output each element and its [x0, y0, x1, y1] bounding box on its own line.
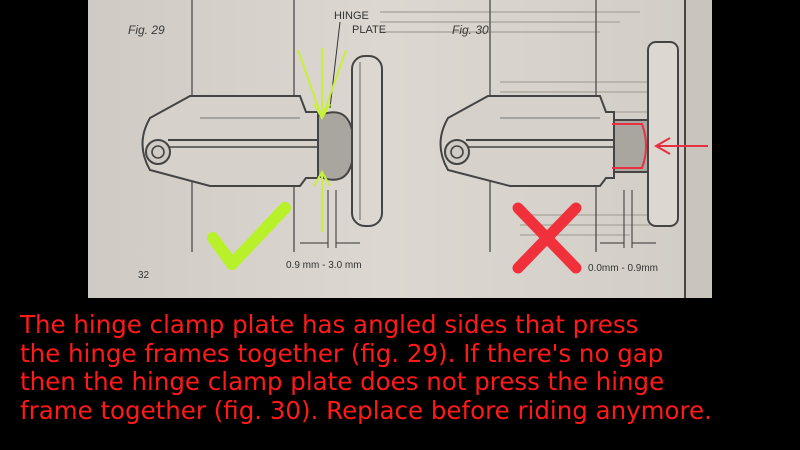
figure-29: Fig. 29 HINGE PLATE	[128, 0, 386, 271]
caption: The hinge clamp plate has angled sides t…	[20, 310, 790, 425]
hinge-pivot-bolt-2	[444, 139, 470, 165]
manual-page-photo: Fig. 29 HINGE PLATE	[88, 0, 712, 298]
adjacent-page-edge	[686, 0, 712, 298]
figure-29-label: Fig. 29	[128, 23, 165, 37]
caption-line-1: The hinge clamp plate has angled sides t…	[20, 310, 639, 339]
hinge-clamp-plate	[317, 111, 353, 181]
caption-line-2: the hinge frames together (fig. 29). If …	[20, 338, 664, 368]
no-gap-arrow-icon	[612, 123, 708, 169]
figure-30: Fig. 30 0.0mm - 0.9mm	[439, 0, 708, 274]
caption-line-4: frame together (fig. 30). Replace before…	[20, 395, 712, 425]
hinge-plate-callout-line2: PLATE	[352, 24, 386, 36]
page-number: 32	[138, 270, 150, 281]
caption-line-3: then the hinge clamp plate does not pres…	[20, 367, 665, 396]
wheel-disc-2	[647, 41, 679, 227]
figure-30-label: Fig. 30	[452, 23, 489, 37]
cross-icon	[512, 202, 582, 274]
figure-30-gap-dimension: 0.0mm - 0.9mm	[588, 263, 658, 274]
hinge-pivot-bolt	[145, 139, 171, 165]
pressure-arrows-icon	[297, 48, 347, 232]
figure-29-gap-dimension: 0.9 mm - 3.0 mm	[286, 260, 362, 271]
wheel-disc	[351, 55, 383, 227]
hinge-plate-callout-line1: HINGE	[334, 10, 369, 22]
check-icon	[207, 202, 291, 270]
